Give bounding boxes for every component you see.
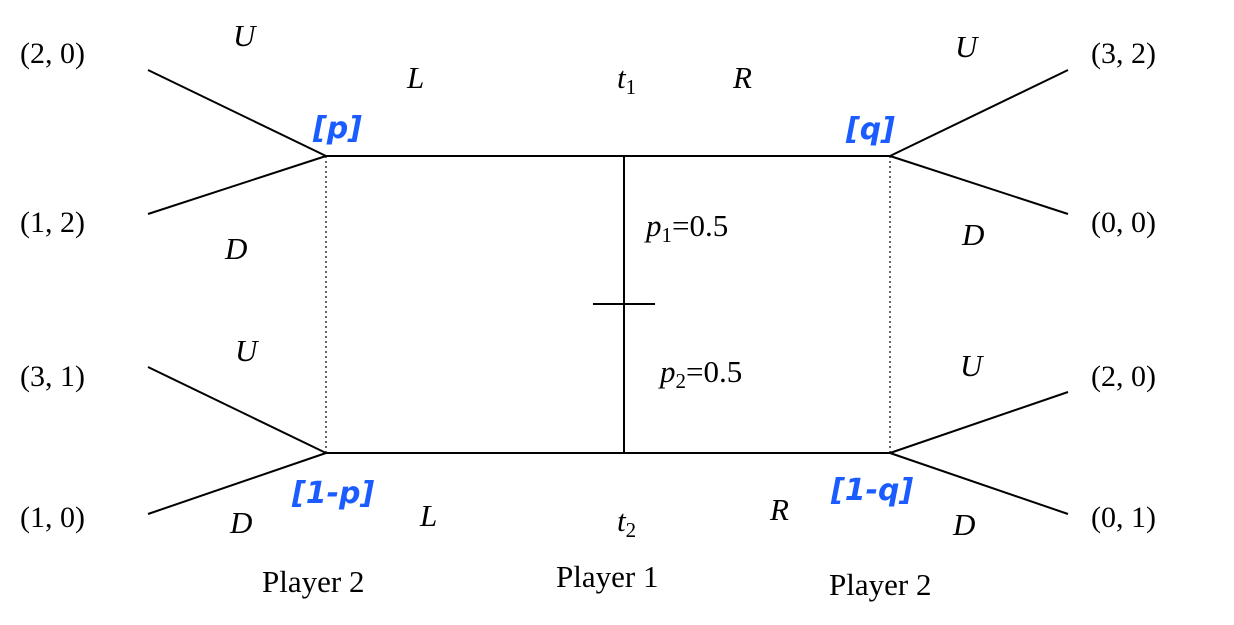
branch-top-right-D <box>889 155 1069 215</box>
branch-bottom-right-U <box>889 391 1069 454</box>
payoff-top-right-D: (0, 0) <box>1091 206 1156 239</box>
belief-top-left: [p] <box>312 111 362 146</box>
payoff-top-left-D: (1, 2) <box>20 206 85 239</box>
belief-bottom-left: [1-p] <box>291 476 375 511</box>
player-label-center: Player 1 <box>556 559 658 594</box>
action-bottom-left-U: U <box>235 333 260 368</box>
type-t1: t1 <box>617 60 636 99</box>
branch-top-left-D <box>147 155 327 215</box>
action-t1-R: R <box>732 60 752 95</box>
payoff-bottom-right-U: (2, 0) <box>1091 360 1156 393</box>
action-top-left-D: D <box>224 231 247 266</box>
branch-bottom-right-D <box>889 452 1069 515</box>
action-top-left-U: U <box>233 18 258 53</box>
action-bottom-left-D: D <box>229 505 252 540</box>
branch-top-right-U <box>889 69 1069 157</box>
action-bottom-right-D: D <box>952 507 975 542</box>
action-bottom-right-U: U <box>960 348 985 383</box>
branch-top-left-U <box>147 69 327 157</box>
branch-bottom-left-D <box>147 452 327 515</box>
type-t2: t2 <box>617 503 636 542</box>
prob-p1: p1=0.5 <box>644 208 728 247</box>
branch-bottom-left-U <box>147 366 327 454</box>
belief-bottom-right: [1-q] <box>830 473 914 508</box>
payoff-top-left-U: (2, 0) <box>20 37 85 70</box>
payoff-bottom-left-U: (3, 1) <box>20 360 85 393</box>
payoff-bottom-right-D: (0, 1) <box>1091 501 1156 534</box>
belief-top-right: [q] <box>845 112 895 147</box>
action-t1-L: L <box>406 60 424 95</box>
action-top-right-D: D <box>961 217 984 252</box>
player-label-left: Player 2 <box>262 564 364 599</box>
action-top-right-U: U <box>955 29 980 64</box>
action-t2-L: L <box>419 498 437 533</box>
player-label-right: Player 2 <box>829 567 931 602</box>
prob-p2: p2=0.5 <box>658 354 742 393</box>
action-t2-R: R <box>769 492 789 527</box>
payoff-top-right-U: (3, 2) <box>1091 37 1156 70</box>
payoff-bottom-left-D: (1, 0) <box>20 501 85 534</box>
